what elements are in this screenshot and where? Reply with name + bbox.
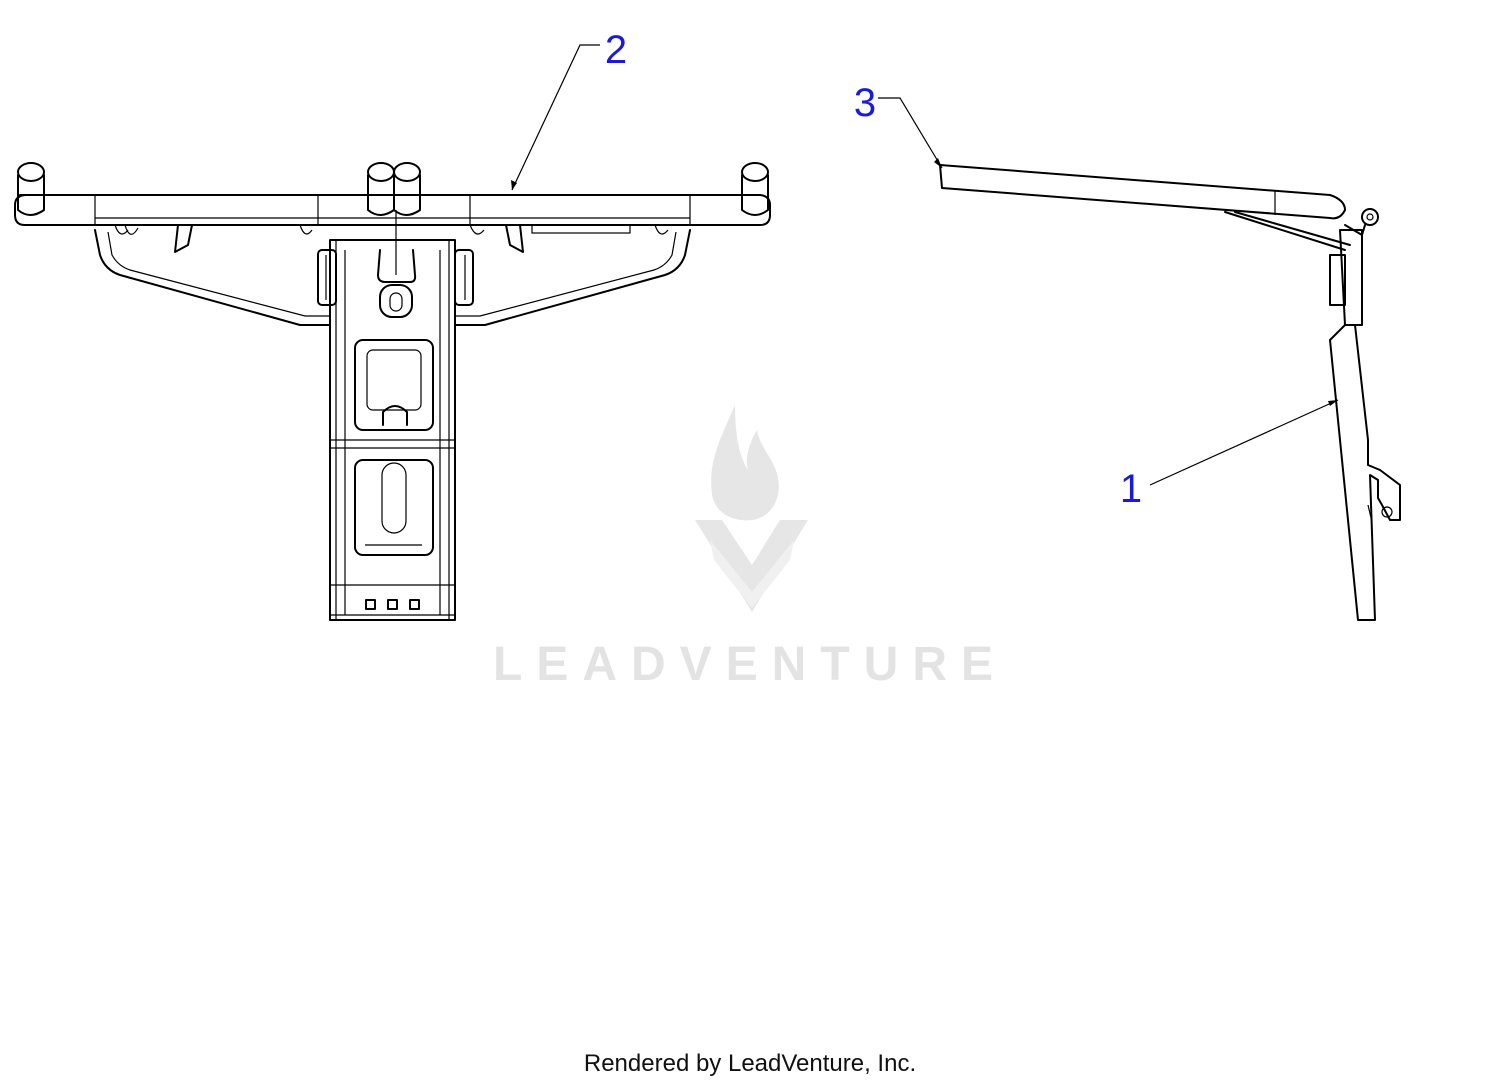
callout-2[interactable]: 2 — [605, 28, 627, 72]
post-center-left — [367, 162, 395, 216]
post-center-right — [393, 162, 421, 216]
watermark-text: LEADVENTURE — [493, 638, 1007, 691]
watermark: LEADVENTURE — [493, 405, 1007, 691]
callout-1[interactable]: 1 — [1120, 467, 1142, 511]
post-right — [741, 162, 769, 216]
seat-frame-assembly — [14, 162, 771, 621]
footer-credit: Rendered by LeadVenture, Inc. — [583, 1050, 917, 1077]
post-left — [17, 162, 45, 216]
callout-leaders — [511, 44, 1339, 486]
callout-3[interactable]: 3 — [854, 81, 876, 125]
side-view-assembly — [939, 164, 1401, 621]
flame-v-logo-icon — [695, 405, 808, 612]
